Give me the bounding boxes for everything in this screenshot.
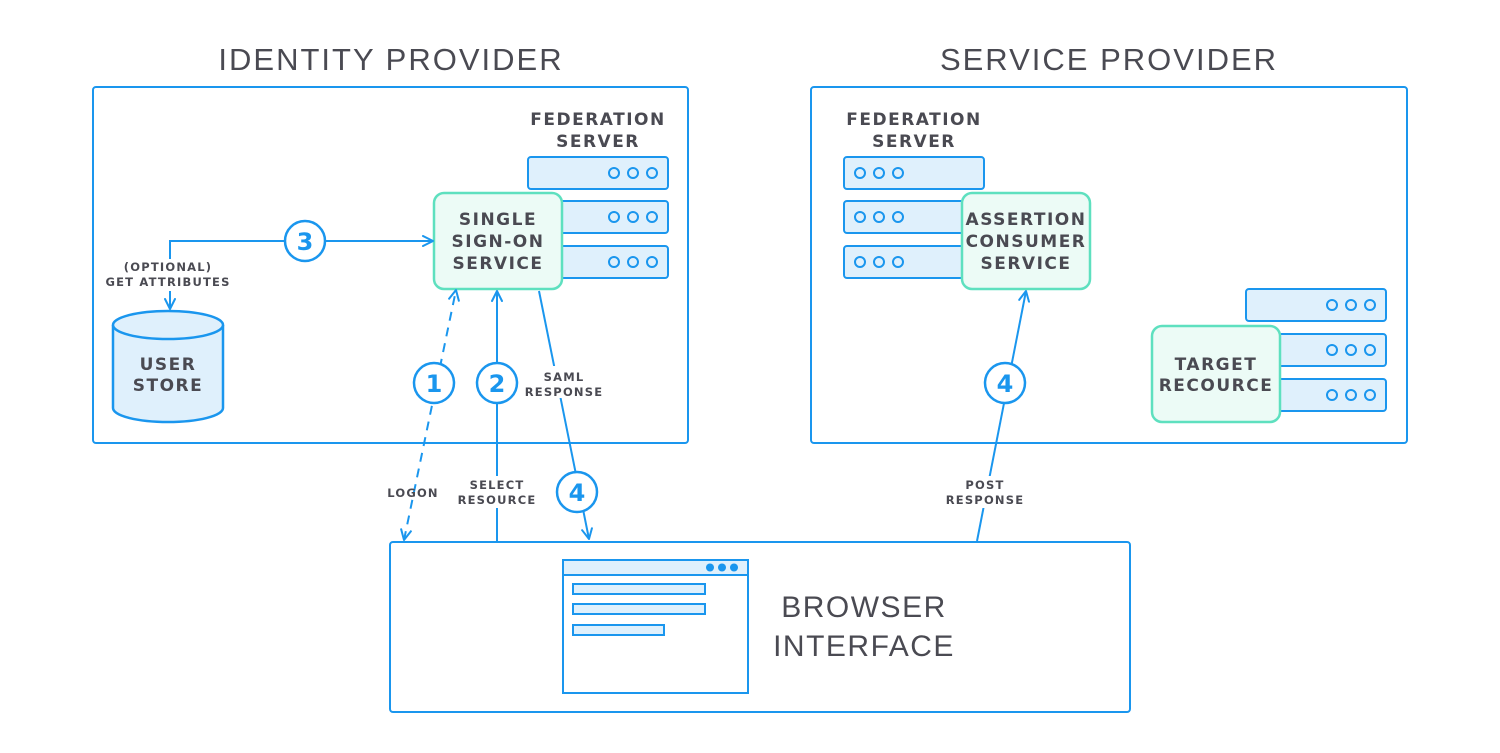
sp-server-rack: [843, 156, 985, 279]
acs-label-3: SERVICE: [980, 254, 1071, 274]
identity-provider-frame: [92, 86, 689, 444]
step-2-number: 2: [489, 370, 506, 398]
user-store-label-1: USER: [140, 355, 197, 375]
identity-provider-title: IDENTITY PROVIDER: [218, 42, 563, 77]
sso-label-2: SIGN-ON: [452, 232, 545, 252]
sso-label-3: SERVICE: [452, 254, 543, 274]
sp-federation-server-label: FEDERATION: [846, 110, 981, 130]
browser-window-icon: [562, 559, 749, 694]
select-resource-label-2: RESOURCE: [458, 493, 537, 507]
sso-label-1: SINGLE: [459, 210, 537, 230]
step-4-badge-sp: [983, 361, 1027, 405]
acs-label-2: CONSUMER: [966, 232, 1087, 252]
single-sign-on-service-box: [432, 191, 564, 291]
step-4-number-idp: 4: [569, 479, 586, 507]
target-label-2: RECOURCE: [1159, 376, 1274, 396]
logon-label: LOGON: [387, 486, 439, 500]
saml-response-label-2: RESPONSE: [525, 385, 604, 399]
step-4-number-sp: 4: [997, 370, 1014, 398]
browser-interface-frame: [389, 541, 1131, 713]
user-store-database-icon: [111, 309, 225, 424]
acs-label-1: ASSERTION: [966, 210, 1087, 230]
assertion-consumer-service-box: [960, 191, 1092, 291]
post-response-label-2: RESPONSE: [946, 493, 1025, 507]
step-4-badge-idp: [555, 470, 599, 514]
get-attributes-label-1: (OPTIONAL): [124, 260, 212, 274]
idp-federation-server-label-2: SERVER: [556, 132, 640, 152]
step-1-number: 1: [426, 370, 443, 398]
step-2-badge: [475, 361, 519, 405]
post-response-label-1: POST: [965, 478, 1004, 492]
step-1-logon-arrow: [400, 289, 460, 541]
get-attributes-label-2: GET ATTRIBUTES: [105, 275, 230, 289]
target-resource-box: [1150, 324, 1282, 424]
target-label-1: TARGET: [1175, 355, 1258, 375]
step-3-badge: [283, 219, 327, 263]
select-resource-label-1: SELECT: [470, 478, 525, 492]
service-provider-title: SERVICE PROVIDER: [940, 42, 1278, 77]
user-store-label-2: STORE: [133, 376, 204, 396]
step-3-number: 3: [297, 228, 314, 256]
idp-federation-server-label: FEDERATION: [530, 110, 665, 130]
service-provider-frame: [810, 86, 1408, 444]
browser-interface-title-2: INTERFACE: [773, 630, 955, 663]
browser-interface-title-1: BROWSER: [781, 591, 947, 624]
step-1-badge: [412, 361, 456, 405]
saml-response-label-1: SAML: [544, 370, 585, 384]
sp-federation-server-label-2: SERVER: [872, 132, 956, 152]
